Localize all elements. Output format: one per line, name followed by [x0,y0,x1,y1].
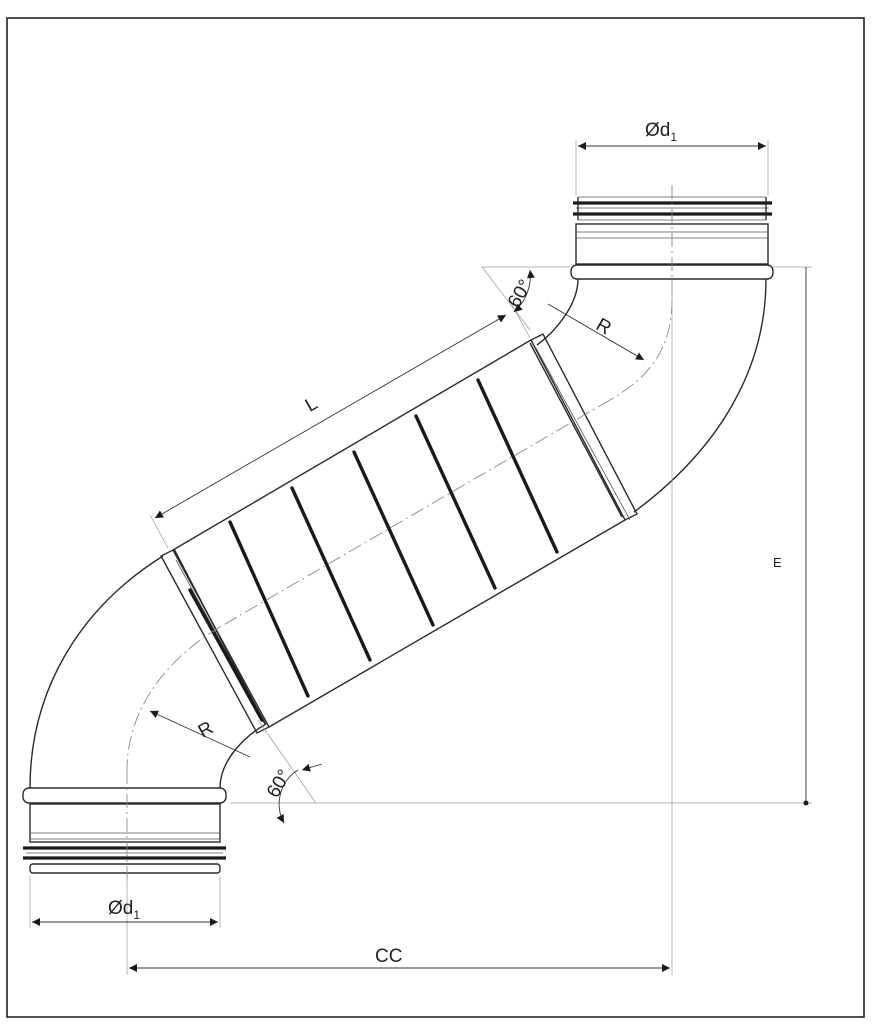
dimensions [32,142,809,972]
label-offset: E [773,555,782,570]
bottom-socket [22,787,227,874]
angle-arc-bottom [276,769,299,824]
label-center-distance: CC [375,946,402,967]
label-diameter-top: Ød1 [645,120,677,144]
dimension-radius-top [547,303,645,361]
upper-bend [530,278,767,521]
drawing-frame [6,17,865,1018]
angle-arc-bottom-tick [301,763,323,772]
dimension-radius-bottom [149,710,251,758]
extension-lines [29,140,812,975]
dimension-offset-endpoint [803,800,809,806]
label-diameter-bottom: Ød1 [108,898,140,922]
dimension-length [154,314,507,519]
angle-arc-top [513,269,535,313]
